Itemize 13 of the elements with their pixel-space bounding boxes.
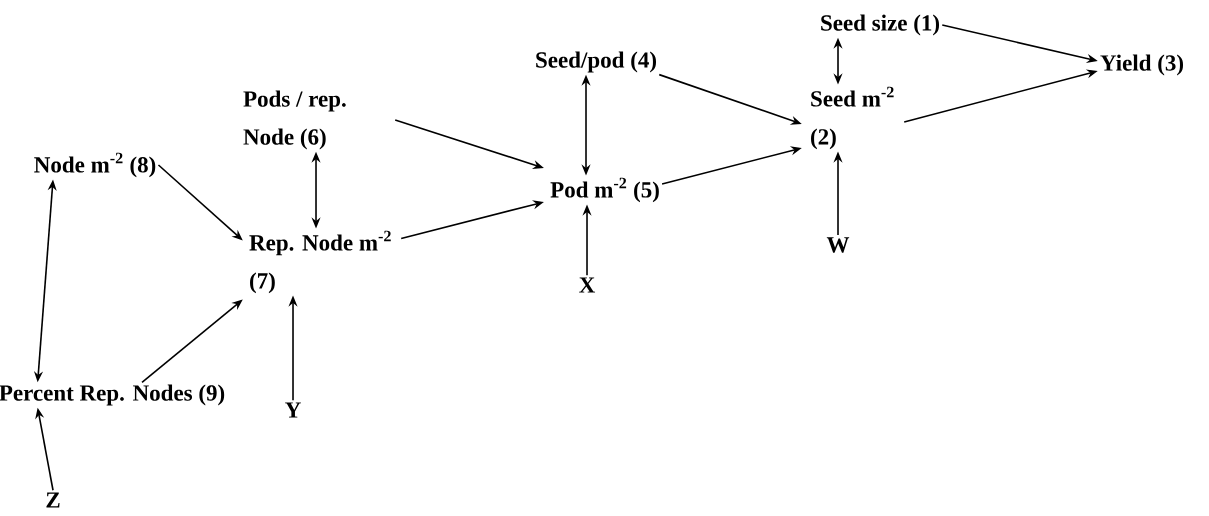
variable-label: Yield (3) <box>1100 54 1184 76</box>
variable-label: Pod m$^{-2}$ (5) <box>550 177 659 203</box>
variable-label: Node m$^{-2}$ (8) <box>34 152 156 178</box>
variable-label: Z <box>46 492 60 508</box>
variable-label: Seed/pod (4) <box>536 51 656 73</box>
variable-label: Rep. Node m$^{-2}$ (7) <box>249 230 391 294</box>
variable-label: Seed size (1) <box>821 14 940 36</box>
variable-label: Percent Rep. Nodes (9) <box>0 384 225 406</box>
variable-label: X <box>579 277 596 293</box>
variable-label: Pods / rep. Node (6) <box>243 90 346 150</box>
variable-label: W <box>826 237 850 253</box>
variable-label: Y <box>285 402 301 418</box>
variable-label: Seed m$^{-2}$ (2) <box>811 86 894 150</box>
